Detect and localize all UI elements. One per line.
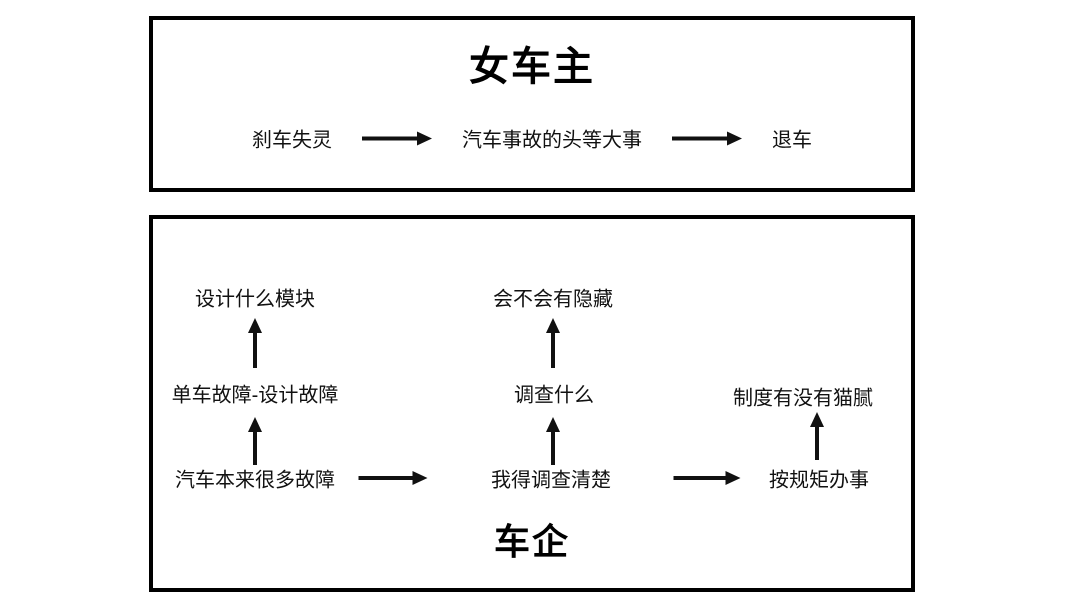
owner-flow: 刹车失灵 汽车事故的头等大事 退车 bbox=[153, 124, 911, 153]
node-follow-the-rules: 按规矩办事 bbox=[769, 469, 869, 492]
arrow-up-icon bbox=[545, 417, 561, 465]
owner-box-title: 女车主 bbox=[469, 45, 595, 89]
node-investigate-what: 调查什么 bbox=[514, 384, 594, 407]
arrow-right-icon bbox=[672, 130, 742, 146]
arrow-up-icon bbox=[545, 318, 561, 368]
company-box: 设计什么模块 单车故障-设计故障 汽车本来很多故障 会不会有隐藏 调查什么 我得… bbox=[149, 215, 915, 592]
arrow-right-icon bbox=[673, 470, 741, 486]
node-hidden-or-not: 会不会有隐藏 bbox=[493, 288, 613, 311]
arrow-up-icon bbox=[247, 318, 263, 368]
node-unit-vs-design-fault: 单车故障-设计故障 bbox=[171, 384, 339, 407]
arrow-right-icon bbox=[358, 470, 428, 486]
arrow-up-icon bbox=[809, 412, 825, 460]
flow-node-return-car: 退车 bbox=[772, 129, 812, 152]
node-any-tricks-in-system: 制度有没有猫腻 bbox=[733, 387, 873, 410]
flow-node-brake-failure: 刹车失灵 bbox=[252, 129, 332, 152]
company-box-title: 车企 bbox=[493, 521, 570, 562]
node-cars-have-many-faults: 汽车本来很多故障 bbox=[175, 469, 335, 492]
owner-box: 女车主 刹车失灵 汽车事故的头等大事 退车 bbox=[149, 16, 915, 192]
arrow-right-icon bbox=[362, 130, 432, 146]
node-must-investigate-clearly: 我得调查清楚 bbox=[491, 469, 611, 492]
flow-node-accident-top-priority: 汽车事故的头等大事 bbox=[462, 129, 642, 152]
arrow-up-icon bbox=[247, 417, 263, 465]
node-design-which-module: 设计什么模块 bbox=[195, 288, 315, 311]
